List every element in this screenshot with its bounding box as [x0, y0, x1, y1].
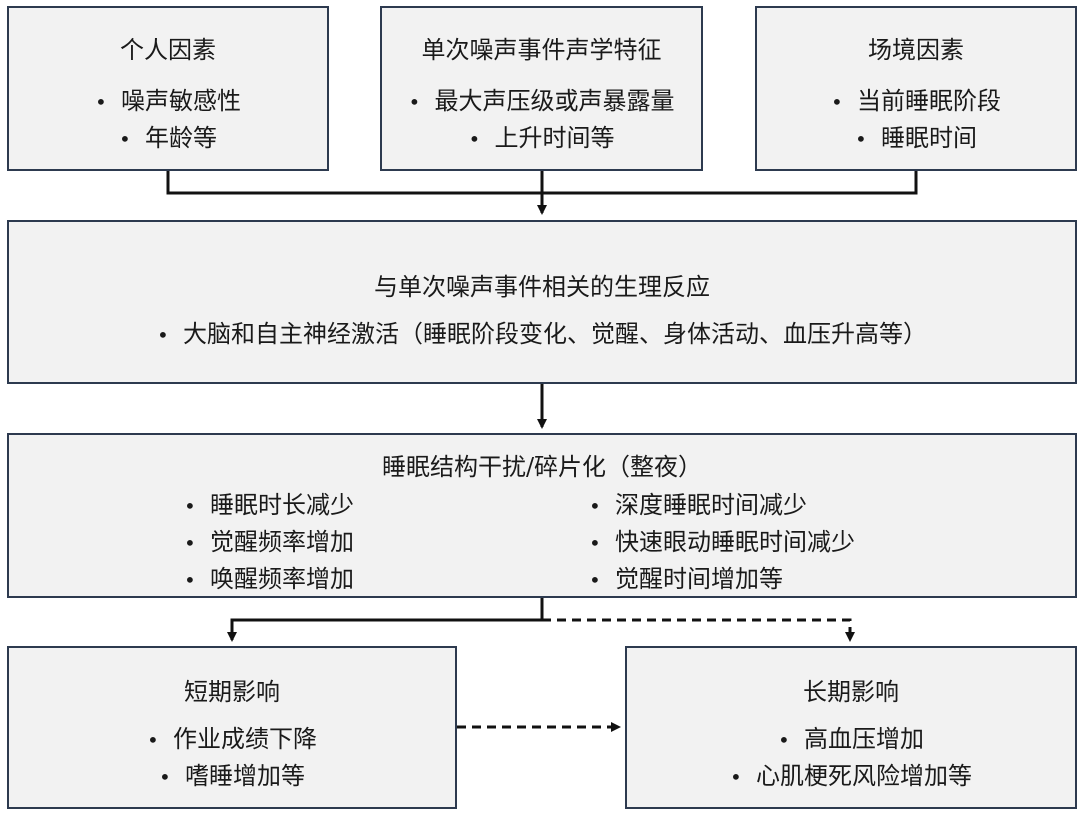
physiological-reaction-box: 与单次噪声事件相关的生理反应 大脑和自主神经激活（睡眠阶段变化、觉醒、身体活动、…: [7, 220, 1077, 384]
short-term-effects-list: 作业成绩下降 嗜睡增加等: [9, 721, 455, 795]
list-item: 唤醒频率增加: [184, 561, 354, 598]
list-item: 嗜睡增加等: [9, 758, 455, 795]
arrow-structure-to-short-term: [227, 598, 544, 642]
list-item: 最大声压级或声暴露量: [382, 83, 701, 120]
long-term-effects-list: 高血压增加 心肌梗死风险增加等: [627, 721, 1075, 795]
sleep-structure-box: 睡眠结构干扰/碎片化（整夜） 睡眠时长减少 觉醒频率增加 唤醒频率增加 深度睡眠…: [7, 433, 1077, 598]
acoustic-features-title: 单次噪声事件声学特征: [421, 36, 662, 64]
situational-factors-title: 场境因素: [868, 36, 964, 64]
personal-factors-box: 个人因素 噪声敏感性 年龄等: [7, 6, 329, 171]
list-item: 觉醒频率增加: [184, 524, 354, 561]
sleep-structure-list-left: 睡眠时长减少 觉醒频率增加 唤醒频率增加: [184, 487, 354, 598]
situational-factors-list: 当前睡眠阶段 睡眠时间: [757, 83, 1075, 157]
physiological-reaction-list: 大脑和自主神经激活（睡眠阶段变化、觉醒、身体活动、血压升高等）: [9, 316, 1075, 353]
sleep-structure-title: 睡眠结构干扰/碎片化（整夜）: [381, 453, 703, 481]
long-term-effects-title: 长期影响: [803, 678, 899, 706]
acoustic-features-list: 最大声压级或声暴露量 上升时间等: [382, 83, 701, 157]
dashed-arrow-structure-to-long-term: [542, 618, 855, 642]
list-item: 高血压增加: [627, 721, 1075, 758]
acoustic-features-box: 单次噪声事件声学特征 最大声压级或声暴露量 上升时间等: [380, 6, 703, 171]
list-item: 睡眠时长减少: [184, 487, 354, 524]
situational-factors-box: 场境因素 当前睡眠阶段 睡眠时间: [755, 6, 1077, 171]
physiological-reaction-title: 与单次噪声事件相关的生理反应: [374, 273, 710, 301]
list-item: 作业成绩下降: [9, 721, 455, 758]
list-item: 心肌梗死风险增加等: [627, 758, 1075, 795]
sleep-structure-list-right: 深度睡眠时间减少 快速眼动睡眠时间减少 觉醒时间增加等: [589, 487, 855, 598]
short-term-effects-box: 短期影响 作业成绩下降 嗜睡增加等: [7, 646, 457, 809]
personal-factors-title: 个人因素: [120, 36, 216, 64]
personal-factors-list: 噪声敏感性 年龄等: [9, 83, 327, 157]
list-item: 快速眼动睡眠时间减少: [589, 524, 855, 561]
list-item: 当前睡眠阶段: [757, 83, 1075, 120]
short-term-effects-title: 短期影响: [184, 678, 280, 706]
long-term-effects-box: 长期影响 高血压增加 心肌梗死风险增加等: [625, 646, 1077, 809]
list-item: 年龄等: [9, 120, 327, 157]
list-item: 大脑和自主神经激活（睡眠阶段变化、觉醒、身体活动、血压升高等）: [9, 316, 1075, 353]
list-item: 噪声敏感性: [9, 83, 327, 120]
merge-connector: [166, 171, 918, 215]
list-item: 上升时间等: [382, 120, 701, 157]
list-item: 觉醒时间增加等: [589, 561, 855, 598]
list-item: 深度睡眠时间减少: [589, 487, 855, 524]
list-item: 睡眠时间: [757, 120, 1075, 157]
